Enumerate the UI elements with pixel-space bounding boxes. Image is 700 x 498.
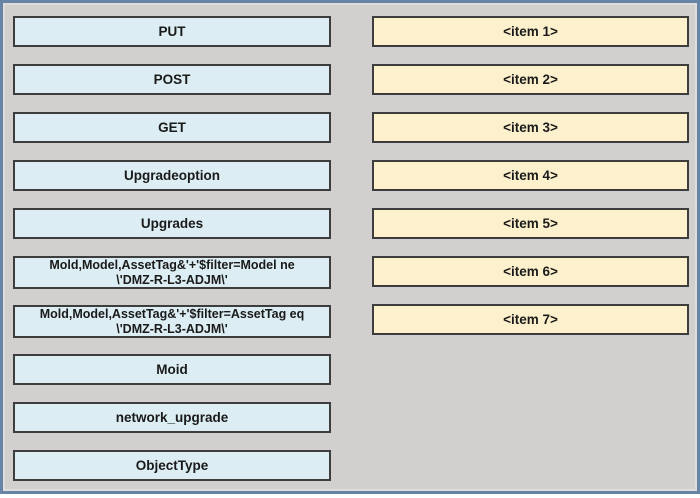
drop-target-box[interactable]: <item 5>: [372, 208, 689, 239]
drop-target-box[interactable]: <item 2>: [372, 64, 689, 95]
drag-option-box[interactable]: network_upgrade: [13, 402, 331, 433]
drag-option-label: Upgradeoption: [124, 167, 220, 183]
drop-target-label: <item 1>: [503, 23, 558, 39]
drop-target-label: <item 4>: [503, 167, 558, 183]
drag-option-label: network_upgrade: [115, 409, 229, 425]
drag-option-box[interactable]: Mold,Model,AssetTag&'+'$filter=Model ne …: [13, 256, 331, 289]
drop-target-box[interactable]: <item 4>: [372, 160, 689, 191]
drop-targets-column: <item 1> <item 2> <item 3> <item 4> <ite…: [372, 16, 689, 352]
drop-target-label: <item 6>: [503, 263, 558, 279]
drag-option-box[interactable]: Mold,Model,AssetTag&'+'$filter=AssetTag …: [13, 305, 331, 338]
drag-option-box[interactable]: Moid: [13, 354, 331, 385]
drag-option-box[interactable]: POST: [13, 64, 331, 95]
drop-target-box[interactable]: <item 6>: [372, 256, 689, 287]
drop-target-box[interactable]: <item 3>: [372, 112, 689, 143]
drop-target-label: <item 5>: [503, 215, 558, 231]
drop-target-label: <item 3>: [503, 119, 558, 135]
drag-option-box[interactable]: Upgrades: [13, 208, 331, 239]
drag-option-label: POST: [153, 71, 191, 87]
drag-option-box[interactable]: ObjectType: [13, 450, 331, 481]
drag-option-label: Upgrades: [140, 215, 204, 231]
drag-option-label: Mold,Model,AssetTag&'+'$filter=AssetTag …: [39, 306, 305, 336]
drag-option-label: Moid: [156, 361, 188, 377]
drag-options-column: PUT POST GET Upgradeoption Upgrades Mold…: [13, 16, 331, 498]
drag-option-label: GET: [158, 119, 186, 135]
drag-option-label: ObjectType: [135, 457, 209, 473]
drop-target-box[interactable]: <item 1>: [372, 16, 689, 47]
drag-option-box[interactable]: PUT: [13, 16, 331, 47]
drop-target-label: <item 2>: [503, 71, 558, 87]
drag-option-box[interactable]: GET: [13, 112, 331, 143]
drag-option-label: Mold,Model,AssetTag&'+'$filter=Model ne …: [49, 257, 295, 287]
drop-target-box[interactable]: <item 7>: [372, 304, 689, 335]
drop-target-label: <item 7>: [503, 311, 558, 327]
drag-option-box[interactable]: Upgradeoption: [13, 160, 331, 191]
drag-option-label: PUT: [158, 23, 186, 39]
